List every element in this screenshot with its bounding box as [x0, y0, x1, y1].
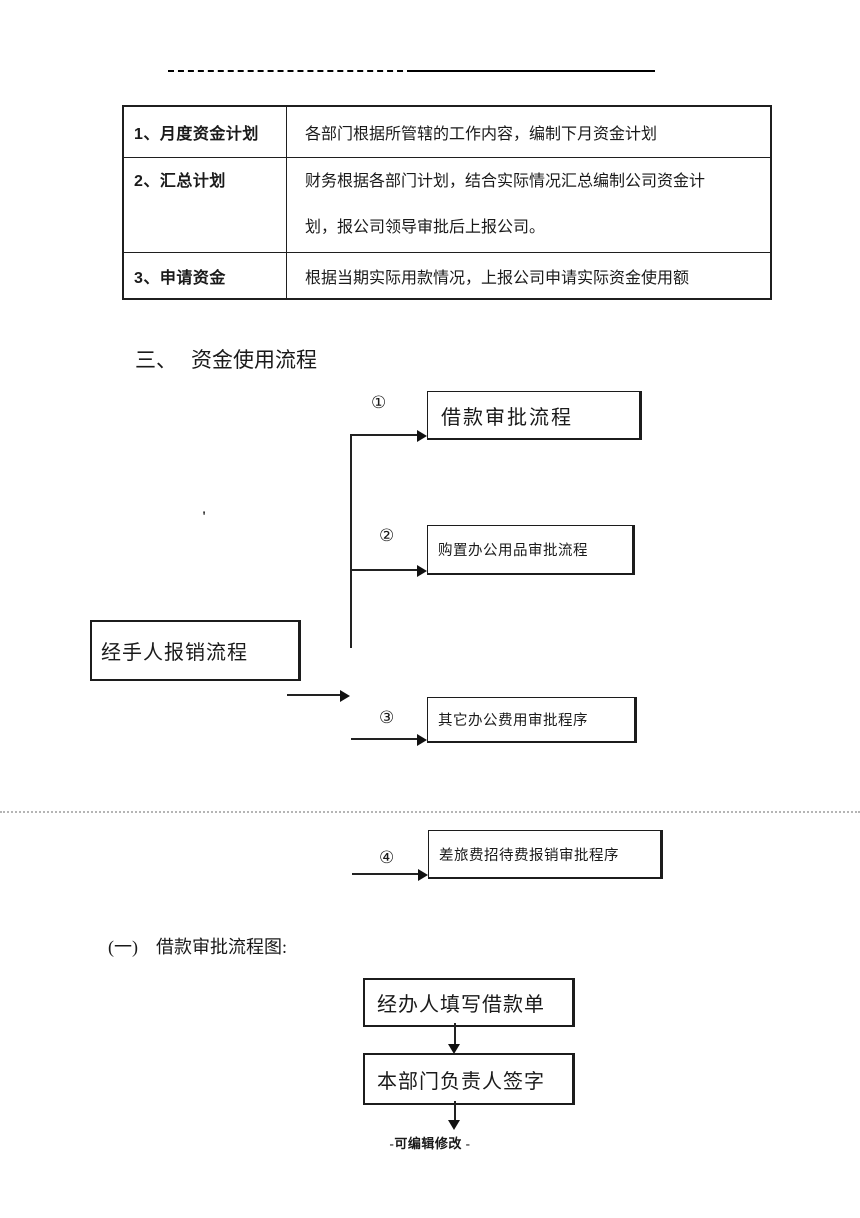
branch4-line [352, 873, 419, 875]
subsection-title: 借款审批流程图: [156, 937, 288, 957]
flow-box-office-supplies: 购置办公用品审批流程 [427, 525, 635, 575]
loan-arrow2-head-icon [448, 1120, 460, 1130]
table-row: 1、月度资金计划 各部门根据所管辖的工作内容，编制下月资金计划 [122, 105, 772, 158]
stray-mark: ' [202, 509, 207, 525]
branch4-arrowhead-icon [418, 869, 428, 881]
branch2-arrowhead-icon [417, 565, 427, 577]
page-break-dotted-line [0, 811, 860, 813]
cell-line-2: 划，报公司领导审批后上报公司。 [305, 219, 546, 236]
loan-arrow2-line [454, 1101, 456, 1121]
section-heading: 三、资金使用流程 [135, 344, 317, 374]
branch2-line [350, 569, 418, 571]
branch1-line [350, 434, 418, 436]
source-arrow-line [287, 694, 341, 696]
loan-step-dept-sign: 本部门负责人签字 [363, 1053, 575, 1105]
loan-arrow1-head-icon [448, 1044, 460, 1054]
table-cell-text: 根据当期实际用款情况，上报公司申请实际资金使用额 [286, 252, 772, 300]
cell-line-1: 财务根据各部门计划，结合实际情况汇总编制公司资金计 [305, 173, 706, 190]
flow-box-other-expenses: 其它办公费用审批程序 [427, 697, 637, 743]
branch3-marker: ③ [379, 708, 395, 727]
header-underline-dashed [168, 70, 413, 72]
table-row: 3、申请资金 根据当期实际用款情况，上报公司申请实际资金使用额 [122, 252, 772, 300]
header-underline-solid [413, 70, 655, 72]
subsection-number: (一) [108, 937, 138, 957]
fund-plan-table: 1、月度资金计划 各部门根据所管辖的工作内容，编制下月资金计划 2、汇总计划 财… [122, 105, 772, 300]
flow-box-travel-entertainment: 差旅费招待费报销审批程序 [428, 830, 663, 879]
table-cell-text: 各部门根据所管辖的工作内容，编制下月资金计划 [286, 105, 772, 158]
branch1-marker: ① [371, 393, 387, 412]
branch3-line [351, 738, 418, 740]
section-title: 资金使用流程 [191, 348, 317, 372]
flow-box-loan-approval: 借款审批流程 [427, 391, 642, 440]
branch2-marker: ② [379, 526, 395, 545]
flow-trunk-line [350, 436, 352, 648]
branch4-marker: ④ [379, 848, 395, 867]
branch3-arrowhead-icon [417, 734, 427, 746]
loan-arrow1-line [454, 1023, 456, 1045]
table-cell-label: 2、汇总计划 [122, 157, 287, 253]
table-row: 2、汇总计划 财务根据各部门计划，结合实际情况汇总编制公司资金计 划，报公司领导… [122, 157, 772, 253]
subsection-heading: (一) 借款审批流程图: [108, 933, 287, 959]
footer-editable-note: -可编辑修改 - [389, 1136, 471, 1151]
loan-step-fill-form: 经办人填写借款单 [363, 978, 575, 1027]
table-cell-text: 财务根据各部门计划，结合实际情况汇总编制公司资金计 划，报公司领导审批后上报公司… [286, 157, 772, 253]
branch1-arrowhead-icon [417, 430, 427, 442]
table-cell-label: 3、申请资金 [122, 252, 287, 300]
section-number: 三、 [135, 348, 177, 372]
table-cell-label: 1、月度资金计划 [122, 105, 287, 158]
flow-box-handler-reimbursement: 经手人报销流程 [90, 620, 301, 681]
source-arrowhead-icon [340, 690, 350, 702]
